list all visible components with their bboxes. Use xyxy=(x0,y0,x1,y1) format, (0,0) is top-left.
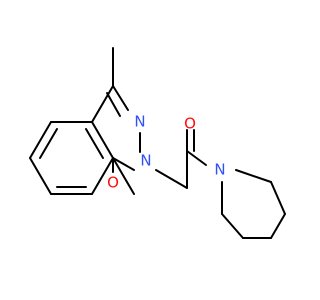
bond xyxy=(155,169,188,189)
bond xyxy=(91,121,114,159)
bond xyxy=(29,157,52,195)
bond-double-inner xyxy=(106,92,121,117)
bond xyxy=(29,121,52,159)
background xyxy=(0,0,300,300)
atom-label-o-ketone: O xyxy=(184,115,196,133)
structure-canvas: N N O O N xyxy=(0,0,300,300)
bond-double-inner xyxy=(39,128,58,159)
bond xyxy=(112,85,129,111)
bond xyxy=(186,150,207,166)
atom-label-n-piperidine: N xyxy=(214,161,225,179)
bond xyxy=(270,181,286,215)
atom-label-o-lactam: O xyxy=(107,174,119,192)
atom-label-n-ring-amide: N xyxy=(140,152,151,170)
atom-label-group: N N O O N xyxy=(107,113,226,192)
bond xyxy=(235,169,272,183)
bond xyxy=(112,157,135,195)
bond xyxy=(221,213,244,239)
bond xyxy=(270,213,286,239)
bond-double-inner xyxy=(85,128,104,159)
molecule-drawing: N N O O N xyxy=(0,0,300,300)
bond xyxy=(91,85,114,123)
bond-group xyxy=(29,47,286,239)
bond xyxy=(91,157,114,195)
bond xyxy=(112,157,135,171)
atom-label-n-upper: N xyxy=(134,113,145,131)
